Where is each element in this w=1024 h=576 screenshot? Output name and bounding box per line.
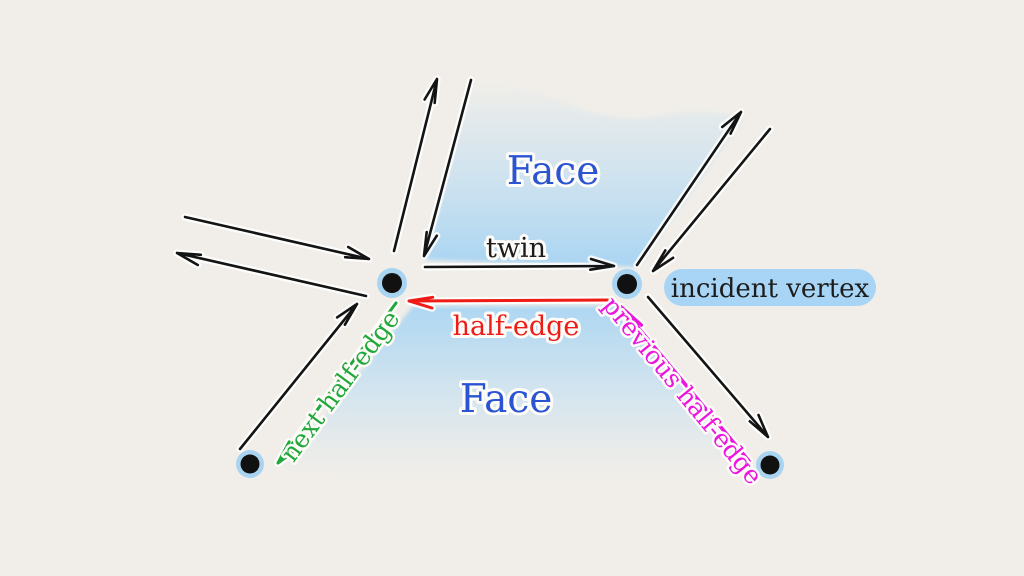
half-edge-label: half-edge <box>453 311 580 342</box>
incident-vertex-pill <box>664 269 876 306</box>
vertex-dot <box>382 273 402 293</box>
previous-half-edge-arrow <box>616 302 754 466</box>
vertex-right-incident <box>612 269 642 299</box>
arrow-stroke <box>392 77 439 253</box>
vertex-bottom-right <box>756 451 784 479</box>
twin-label: twin <box>486 233 546 264</box>
face-region-bottom <box>282 306 753 483</box>
incident-vertex-label: incident vertex <box>671 274 870 304</box>
edge-upper-right-outgoing-arrow <box>633 108 745 269</box>
arrow-stroke <box>423 257 616 271</box>
half-edge-arrow <box>405 293 616 312</box>
edge-up-incoming-arrow <box>420 76 475 260</box>
edge-up-outgoing-arrow <box>390 75 441 255</box>
edge-upper-left-incoming-arrow <box>181 213 373 263</box>
arrow-stroke <box>651 127 772 273</box>
arrow-stroke <box>407 295 614 310</box>
arrow-stroke <box>175 251 368 298</box>
arrow-stroke <box>635 110 743 267</box>
edge-lower-right-outgoing-arrow <box>644 293 772 441</box>
edge-lower-left-incoming-arrow <box>236 300 361 453</box>
edge-upper-left-outgoing-arrow <box>173 249 370 300</box>
twin-arrow <box>421 255 618 274</box>
next-half-edge-arrow <box>274 299 400 467</box>
face-label-bottom: Face <box>460 377 553 422</box>
arrow-stroke <box>646 295 770 439</box>
incident-vertex-callout: incident vertex <box>664 269 876 306</box>
vertex-left <box>377 268 407 298</box>
arrow-stroke <box>619 305 751 463</box>
arrow-stroke <box>276 301 398 465</box>
vertex-dot <box>760 455 780 475</box>
arrow-stroke <box>183 215 371 261</box>
edge-upper-right-incoming-arrow <box>649 125 774 275</box>
arrow-stroke <box>238 302 359 451</box>
face-label-top: Face <box>507 149 600 194</box>
vertex-dot <box>617 274 637 294</box>
vertex-bottom-left <box>236 450 264 478</box>
arrow-stroke <box>422 78 473 258</box>
vertex-dot <box>240 454 260 474</box>
